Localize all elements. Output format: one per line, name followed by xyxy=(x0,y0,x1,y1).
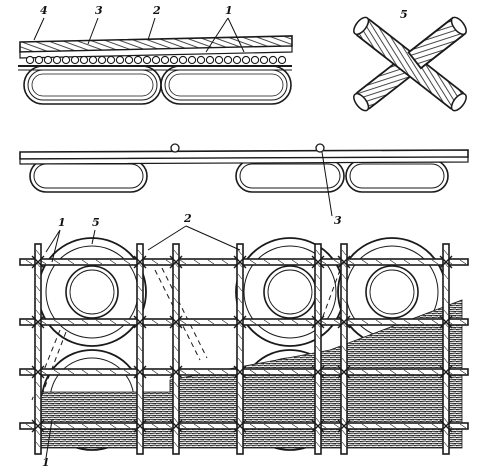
vertical-rod xyxy=(172,243,180,455)
lashing xyxy=(233,255,247,269)
frame-horizontal-rods xyxy=(19,258,469,430)
lashing xyxy=(133,419,147,433)
binding-wrap xyxy=(223,55,233,65)
lashing xyxy=(439,419,453,433)
top-callouts: 4 3 2 1 xyxy=(33,4,245,53)
top-section-detail: 4 3 2 1 xyxy=(18,4,293,105)
lashing xyxy=(311,365,325,379)
lashing xyxy=(169,365,183,379)
binding-wrap xyxy=(52,55,62,65)
lashing xyxy=(233,315,247,329)
frame-callout-5: 5 xyxy=(92,216,100,229)
top-callout-4: 4 xyxy=(40,4,48,17)
top-binding-wraps xyxy=(25,55,287,65)
binding-wrap xyxy=(133,55,143,65)
lashing xyxy=(133,255,147,269)
lashing xyxy=(133,315,147,329)
lashing xyxy=(169,315,183,329)
binding-wrap xyxy=(214,55,224,65)
lashing xyxy=(311,255,325,269)
horizontal-rod xyxy=(19,422,469,430)
lashing xyxy=(439,255,453,269)
middle-rods xyxy=(19,143,469,165)
cross-callout-5: 5 xyxy=(400,8,408,21)
binding-wrap xyxy=(187,55,197,65)
lashing xyxy=(169,419,183,433)
frame-callout-1-base: 1 xyxy=(42,456,50,469)
binding-wrap xyxy=(241,55,251,65)
lashing xyxy=(31,255,45,269)
horizontal-rod xyxy=(19,368,469,376)
binding-wrap xyxy=(106,55,116,65)
binding-wrap xyxy=(178,55,188,65)
top-callout-1: 1 xyxy=(225,4,233,17)
lashing xyxy=(337,365,351,379)
binding-wrap xyxy=(43,55,53,65)
vertical-rod xyxy=(314,243,322,455)
vertical-rod xyxy=(34,243,42,455)
vertical-rod xyxy=(136,243,144,455)
frame-lashings xyxy=(31,255,453,433)
binding-wrap xyxy=(34,55,44,65)
lashing xyxy=(31,419,45,433)
top-callout-3: 3 xyxy=(95,4,103,17)
frame-callout-1: 1 xyxy=(58,216,66,229)
middle-hoops xyxy=(29,159,449,193)
guide-dashes xyxy=(31,267,341,401)
binding-wrap xyxy=(151,55,161,65)
horizontal-rod xyxy=(19,318,469,326)
binding-wrap xyxy=(142,55,152,65)
lashing xyxy=(439,315,453,329)
woven-frame: 1 5 2 1 xyxy=(19,212,469,469)
lashing xyxy=(337,255,351,269)
binding-wrap xyxy=(115,55,125,65)
binding-wrap xyxy=(25,55,35,65)
binding-wrap xyxy=(97,55,107,65)
top-rods xyxy=(18,35,293,71)
vertical-rod xyxy=(442,243,450,455)
lashing xyxy=(31,365,45,379)
binding-wrap xyxy=(196,55,206,65)
top-hoops xyxy=(23,65,292,105)
vertical-rod xyxy=(236,243,244,455)
mid-callout-3: 3 xyxy=(334,214,342,227)
horizontal-rod xyxy=(19,258,469,266)
lashing xyxy=(169,255,183,269)
binding-wrap xyxy=(277,55,287,65)
lashing xyxy=(233,419,247,433)
middle-section-detail: 3 xyxy=(19,143,469,227)
binding-wrap xyxy=(259,55,269,65)
binding-wrap xyxy=(268,55,278,65)
lashing xyxy=(311,315,325,329)
lashing xyxy=(31,315,45,329)
frame-vertical-rods xyxy=(34,243,450,455)
binding-wrap xyxy=(232,55,242,65)
lashing xyxy=(311,419,325,433)
crossed-rods-detail: 5 xyxy=(353,8,467,112)
top-callout-2: 2 xyxy=(152,4,161,17)
binding-wrap xyxy=(169,55,179,65)
lashing xyxy=(133,365,147,379)
binding-wrap xyxy=(205,55,215,65)
binding-wrap xyxy=(124,55,134,65)
lashing xyxy=(337,419,351,433)
vertical-rod xyxy=(340,243,348,455)
lashing xyxy=(233,365,247,379)
frame-callout-2: 2 xyxy=(183,212,192,225)
binding-wrap xyxy=(79,55,89,65)
binding-wrap xyxy=(250,55,260,65)
binding-wrap xyxy=(61,55,71,65)
binding-wrap xyxy=(88,55,98,65)
lashing xyxy=(337,315,351,329)
binding-wrap xyxy=(70,55,80,65)
frame-callouts: 1 5 2 1 xyxy=(42,212,241,469)
lashing xyxy=(439,365,453,379)
binding-wrap xyxy=(160,55,170,65)
